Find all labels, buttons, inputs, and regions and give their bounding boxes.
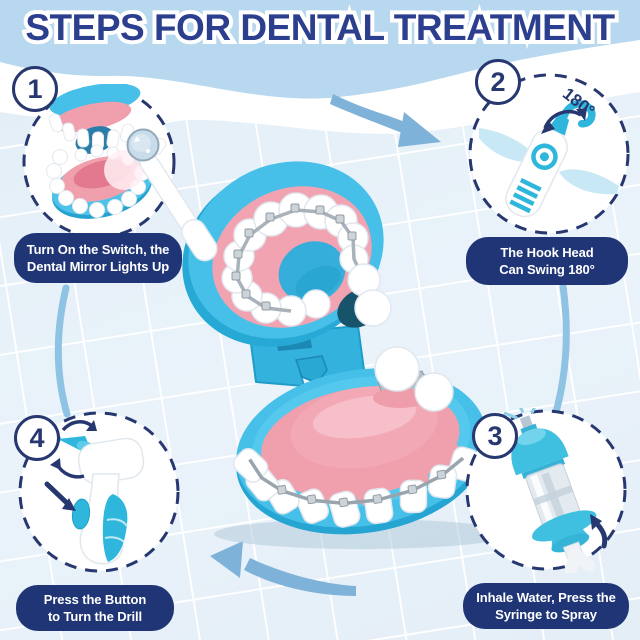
cycle-arrow-bottom — [244, 558, 356, 596]
cycle-arrow-top — [330, 94, 412, 135]
lower-braces — [248, 456, 465, 508]
drill — [44, 420, 145, 565]
toy-dental-drill-icon — [44, 420, 145, 565]
molar-teeth — [373, 346, 454, 412]
hook-body — [505, 100, 596, 218]
mirror-light-glow — [104, 150, 144, 190]
step-1-number: 1 — [12, 66, 58, 112]
open-dental-model-icon — [182, 161, 510, 549]
upper-braces — [231, 203, 365, 313]
page-title: STEPS FOR DENTAL TREATMENT STEPS FOR DEN… — [0, 3, 640, 52]
model-shadow — [214, 519, 510, 549]
step-2-caption: The Hook Head Can Swing 180° — [466, 237, 628, 285]
drill-grip — [102, 494, 128, 562]
cycle-line-right — [552, 282, 570, 416]
step-4-number: 4 — [14, 415, 60, 461]
swing-ghost-right — [559, 169, 619, 195]
page-title-text: STEPS FOR DENTAL TREATMENT — [25, 7, 615, 48]
step-1-caption: Turn On the Switch, the Dental Mirror Li… — [14, 233, 182, 283]
syringe — [503, 408, 597, 573]
dental-mirror — [126, 128, 218, 262]
step-3-number: 3 — [472, 413, 518, 459]
step-2-circle: 180° — [467, 72, 632, 237]
step-4-caption: Press the Button to Turn the Drill — [16, 585, 174, 631]
press-arrow — [44, 481, 70, 506]
step-1-circle — [21, 84, 231, 299]
press-arrow — [595, 522, 608, 549]
step-4-circle — [17, 410, 182, 575]
page-title-outline: STEPS FOR DENTAL TREATMENT — [21, 3, 619, 52]
hook-head — [559, 100, 596, 128]
plunger-handle — [564, 548, 596, 573]
lower-teeth — [233, 446, 480, 528]
spray-droplets — [503, 408, 539, 420]
swing-ghost-left — [479, 128, 539, 162]
upper-jaw — [182, 161, 392, 347]
water-syringe-icon — [503, 408, 608, 573]
cycle-line-left — [54, 284, 71, 418]
top-wave — [0, 0, 640, 134]
spin-arrow-top — [61, 420, 94, 432]
flange — [532, 510, 597, 542]
dental-hook-tool-icon: 180° — [479, 84, 619, 218]
step-2-number: 2 — [475, 59, 521, 105]
drill-trigger-button — [71, 498, 91, 530]
step-3-caption: Inhale Water, Press the Syringe to Spray — [463, 583, 629, 629]
dental-mirror-with-model-icon — [46, 84, 218, 262]
